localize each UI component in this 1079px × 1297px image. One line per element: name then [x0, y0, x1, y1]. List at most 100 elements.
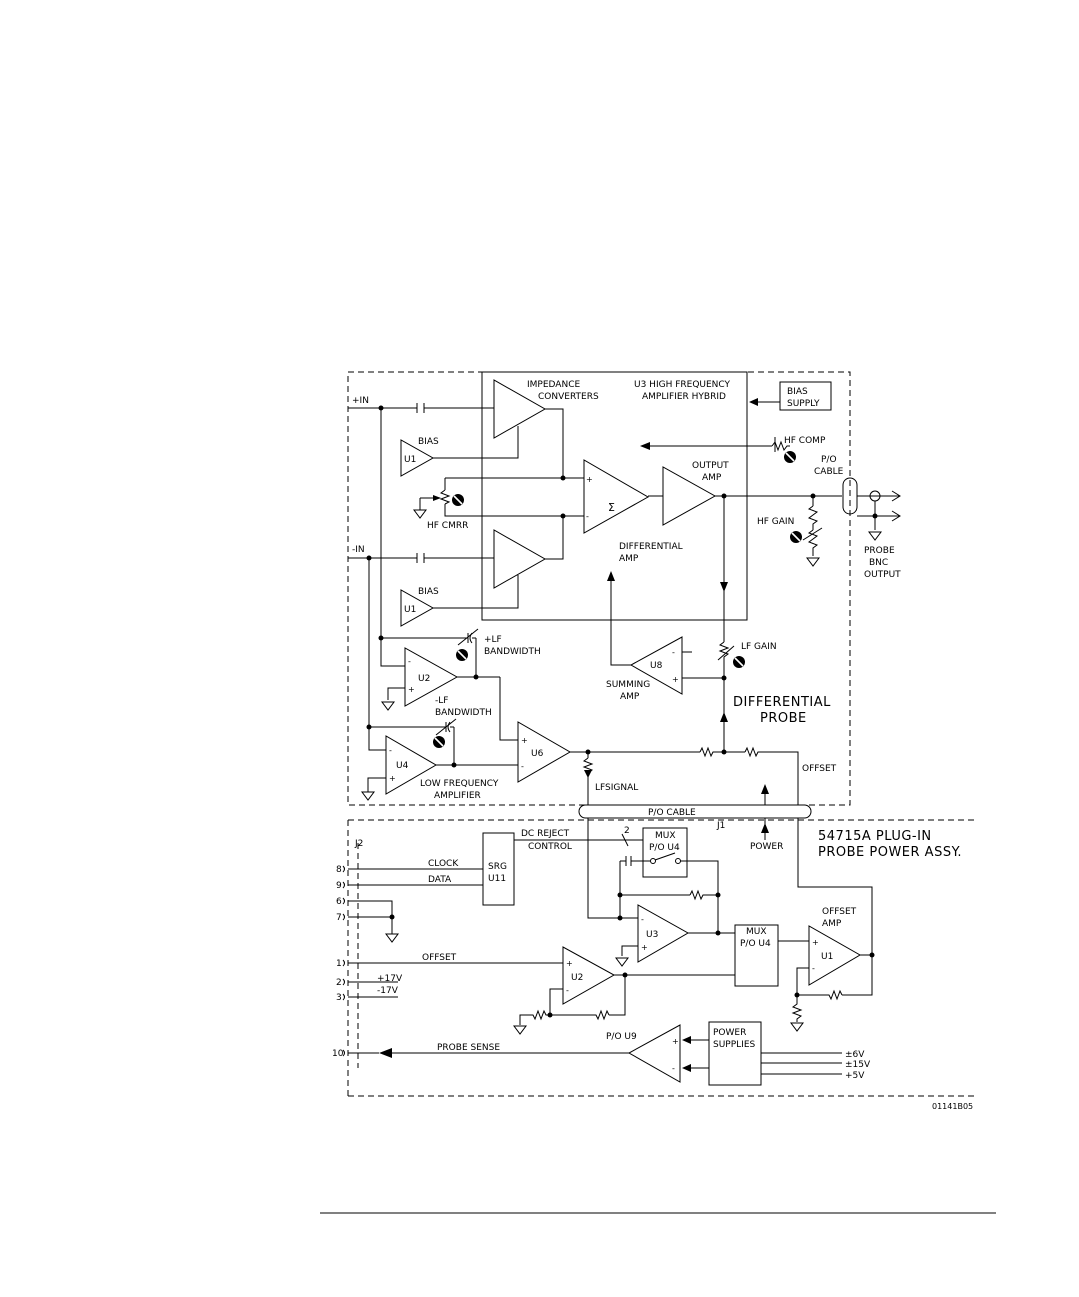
label-u2-plus: +	[408, 685, 415, 694]
label-po-cable-mid: P/O CABLE	[648, 808, 696, 818]
label-mux-top-1: MUX	[655, 831, 676, 841]
label-u3-hf-1: U3 HIGH FREQUENCY	[634, 380, 731, 390]
label-power: POWER	[750, 842, 783, 852]
label-v5: +5V	[845, 1071, 865, 1081]
label-impedance-2: CONVERTERS	[538, 392, 599, 402]
u6-amp	[517, 721, 572, 783]
label-po-u9: P/O U9	[606, 1032, 637, 1042]
label-u6-minus: -	[521, 762, 524, 771]
label-bias-supply-1: BIAS	[787, 387, 808, 397]
label-mux-bot-2: P/O U4	[740, 939, 771, 949]
label-offset-amp-2: AMP	[822, 919, 842, 929]
label-u3b-minus: -	[641, 915, 644, 924]
label-u6: U6	[531, 749, 544, 759]
label-pin-8: 8	[336, 865, 342, 875]
label-probe-bnc-2: BNC	[869, 558, 888, 568]
po-u9-amp	[627, 1024, 681, 1083]
u3-bottom-amp	[637, 904, 690, 963]
label-u2b-minus: -	[566, 986, 569, 995]
label-plugin-2: PROBE POWER ASSY.	[818, 845, 962, 860]
label-u4-minus: -	[389, 746, 392, 755]
label-u3b-plus: +	[641, 943, 648, 952]
label-plus-in: +IN	[352, 396, 369, 406]
label-pin-3: 3	[336, 993, 342, 1003]
label-lfsignal: LFSIGNAL	[595, 783, 638, 793]
label-j1: J1	[716, 821, 725, 831]
impedance-converter-bottom	[493, 529, 547, 589]
label-sigma: Σ	[608, 501, 615, 514]
label-u3-hf-2: AMPLIFIER HYBRID	[642, 392, 726, 402]
label-hf-comp: HF COMP	[784, 436, 826, 446]
label-u2-top: U2	[418, 674, 430, 684]
po-cable-middle	[578, 804, 812, 819]
label-u8-plus: +	[672, 675, 679, 684]
label-minus-lf-bw-2: BANDWIDTH	[435, 708, 492, 718]
label-power-supplies-2: SUPPLIES	[713, 1040, 756, 1050]
label-power-supplies-1: POWER	[713, 1028, 746, 1038]
label-differential-probe-2: PROBE	[760, 711, 807, 726]
label-j2: J2	[354, 839, 363, 849]
label-offset-amp-1: OFFSET	[822, 907, 857, 917]
label-srg-1: SRG	[488, 862, 507, 872]
label-plus17v: +17V	[377, 974, 403, 984]
label-minus-sign: -	[586, 512, 589, 521]
label-low-freq-amp-1: LOW FREQUENCY	[420, 779, 499, 789]
mux-bottom-box	[734, 924, 779, 987]
label-u4: U4	[396, 761, 409, 771]
label-u6-plus: +	[521, 736, 528, 745]
label-hf-cmrr: HF CMRR	[427, 521, 468, 531]
u4-lf-amp	[385, 735, 437, 795]
label-bias-2: BIAS	[418, 587, 439, 597]
label-u2b-plus: +	[566, 959, 573, 968]
label-u9-minus: -	[672, 1064, 675, 1073]
label-lf-gain: LF GAIN	[741, 642, 777, 652]
label-impedance-1: IMPEDANCE	[527, 380, 580, 390]
bias-supply-box	[779, 381, 832, 411]
u3-hybrid-box	[481, 371, 748, 621]
label-u1-offset: U1	[821, 952, 833, 962]
label-hf-gain: HF GAIN	[757, 517, 794, 527]
label-bias-supply-2: SUPPLY	[787, 399, 820, 409]
label-mux-top-2: P/O U4	[649, 843, 680, 853]
label-offset-bottom: OFFSET	[422, 953, 457, 963]
label-summing-amp-2: AMP	[620, 692, 640, 702]
impedance-converter-top	[493, 379, 547, 439]
label-differential-probe-1: DIFFERENTIAL	[733, 695, 831, 710]
label-v6: ±6V	[845, 1050, 865, 1060]
label-probe-bnc-3: OUTPUT	[864, 570, 901, 580]
label-dc-reject-2: CONTROL	[528, 842, 572, 852]
label-output-amp-2: AMP	[702, 473, 722, 483]
label-clock: CLOCK	[428, 859, 459, 869]
label-figure-id: 01141B05	[932, 1102, 973, 1111]
label-minus-lf-bw-1: -LF	[435, 696, 448, 706]
u2-lf-amp	[404, 647, 459, 707]
label-summing-amp-1: SUMMING	[606, 680, 650, 690]
plugin-boundary	[347, 819, 978, 1097]
label-minus17v: -17V	[377, 986, 399, 996]
label-differential-amp-2: AMP	[619, 554, 639, 564]
label-pin-2: 2	[336, 978, 342, 988]
label-plugin-1: 54715A PLUG-IN	[818, 829, 932, 844]
label-u2-minus: -	[408, 657, 411, 666]
label-pin-6: 6	[336, 897, 342, 907]
label-plus-lf-bw-1: +LF	[484, 635, 502, 645]
label-probe-sense: PROBE SENSE	[437, 1043, 500, 1053]
label-u9-plus: +	[672, 1037, 679, 1046]
srg-u11-box	[482, 832, 515, 906]
label-differential-amp-1: DIFFERENTIAL	[619, 542, 683, 552]
label-srg-2: U11	[488, 874, 506, 884]
u2-bottom-amp	[562, 946, 616, 1005]
label-po-cable-top-1: P/O	[821, 455, 837, 465]
bias-u1-bottom	[400, 589, 435, 627]
u1-offset-amp	[808, 925, 861, 986]
label-bus-2: 2	[624, 826, 630, 836]
label-plus-lf-bw-2: BANDWIDTH	[484, 647, 541, 657]
label-pin-1: 1	[336, 959, 342, 969]
label-pin-10: 10	[332, 1049, 344, 1059]
differential-amp	[583, 459, 650, 534]
label-mux-bot-1: MUX	[746, 927, 767, 937]
label-u1-top: U1	[404, 455, 416, 465]
label-output-amp-1: OUTPUT	[692, 461, 729, 471]
label-minus-in: -IN	[352, 545, 365, 555]
